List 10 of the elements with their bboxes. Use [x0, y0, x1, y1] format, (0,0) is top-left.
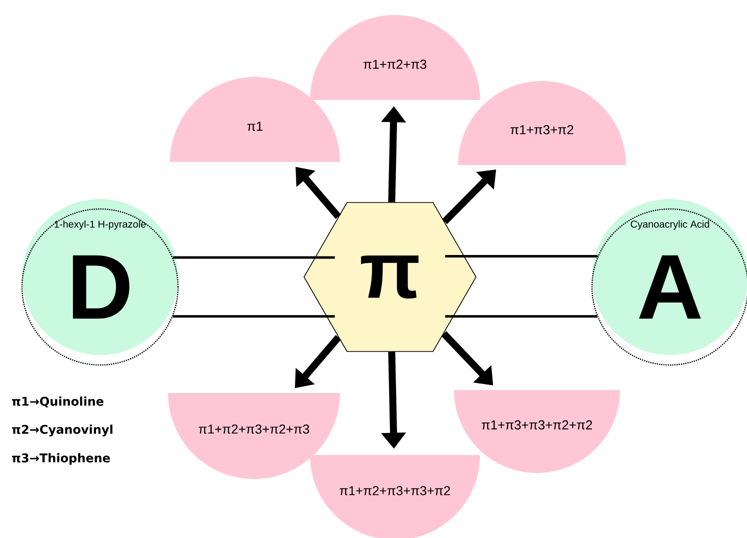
connector-line: [445, 315, 598, 318]
connector-line: [172, 315, 335, 318]
legend-text: π1→Quinoline: [12, 396, 104, 408]
circle-node: Cyanoacrylic Acid A: [591, 199, 747, 366]
connector-line: [172, 256, 335, 259]
connector-line: [445, 255, 598, 258]
legend-text: π3→Thiophene: [12, 453, 110, 465]
hexagon-node: π: [304, 202, 476, 352]
legend-text: π2→Cyanovinyl: [12, 424, 112, 436]
circle-node: 1-hexyl-1 H-pyrazole D: [21, 199, 179, 366]
